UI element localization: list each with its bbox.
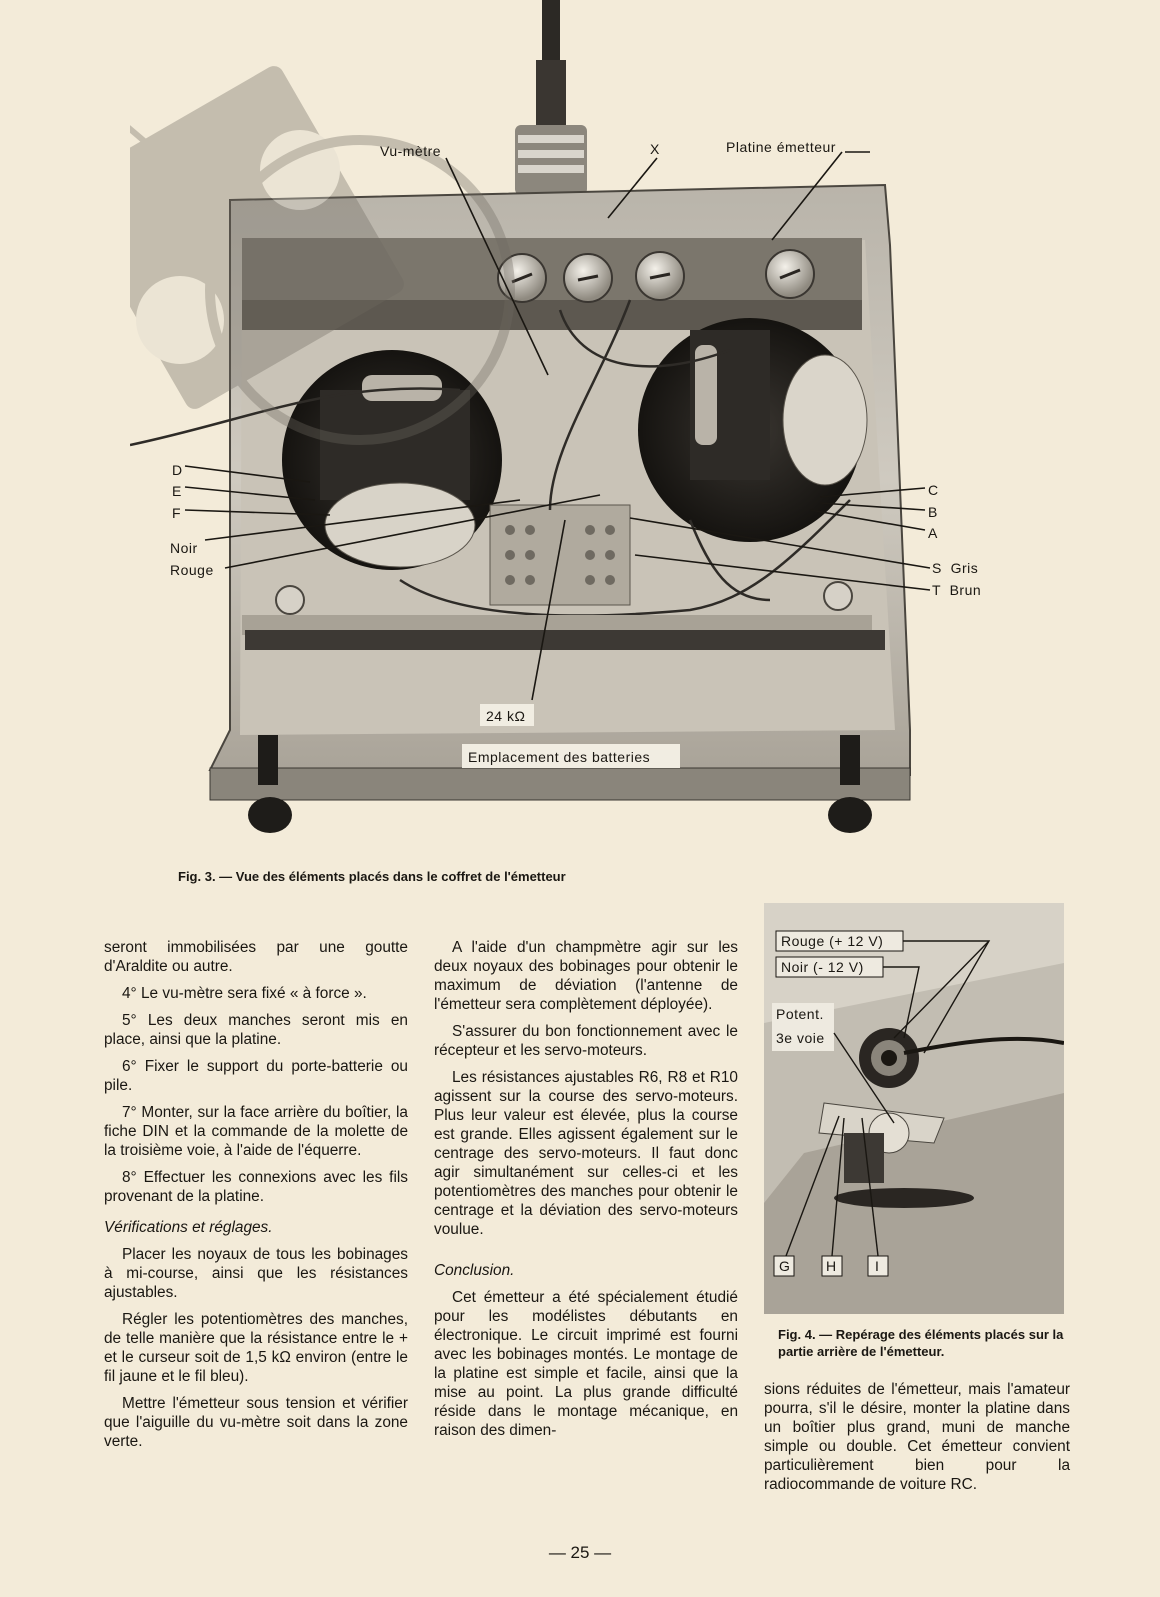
label-i: I [875, 1258, 879, 1274]
paragraph: 4° Le vu-mètre sera fixé « à force ». [122, 985, 367, 1002]
paragraph: Placer les noyaux de tous les bobinages … [104, 1246, 408, 1301]
text-column-3: sions réduites de l'émetteur, mais l'ama… [764, 1380, 1070, 1502]
text-column-1: seront immobilisées par une goutte d'Ara… [104, 938, 408, 1459]
label-vu-metre: Vu-mètre [380, 143, 441, 159]
label-x: X [650, 141, 660, 157]
label-s-gris: S Gris [932, 560, 978, 576]
watermark-logo [130, 66, 515, 445]
paragraph: Les résistances ajustables R6, R8 et R10… [434, 1069, 738, 1238]
figure-4-caption: Fig. 4. — Repérage des éléments placés s… [778, 1327, 1064, 1359]
page-number: — 25 — [548, 1543, 612, 1562]
figure-3-caption: Fig. 3. — Vue des éléments placés dans l… [178, 869, 566, 884]
label-d: D [172, 462, 183, 478]
paragraph: sions réduites de l'émetteur, mais l'ama… [764, 1381, 1070, 1493]
label-e: E [172, 483, 182, 499]
paragraph: 5° Les deux manches seront mis en place,… [104, 1012, 408, 1048]
paragraph: 7° Monter, sur la face arrière du boîtie… [104, 1104, 408, 1159]
paragraph: S'assurer du bon fonctionnement avec le … [434, 1023, 738, 1059]
label-noir-12v: Noir (- 12 V) [781, 959, 864, 975]
label-platine: Platine émetteur [726, 139, 836, 155]
paragraph: Cet émetteur a été spécialement étudié p… [434, 1289, 738, 1439]
label-rouge: Rouge [170, 562, 214, 578]
label-batteries: Emplacement des batteries [468, 749, 650, 765]
section-heading: Vérifications et réglages. [104, 1219, 273, 1236]
figure-4-photo: Rouge (+ 12 V) Noir (- 12 V) Potent. 3e … [764, 903, 1064, 1314]
label-h: H [826, 1258, 837, 1274]
paragraph: Régler les potentiomètres des manches, d… [104, 1311, 408, 1385]
section-heading: Conclusion. [434, 1262, 515, 1279]
label-rouge-12v: Rouge (+ 12 V) [781, 933, 883, 949]
label-t-brun: T Brun [932, 582, 981, 598]
label-3e-voie: 3e voie [776, 1030, 825, 1046]
text-column-2: A l'aide d'un champmètre agir sur les de… [434, 938, 738, 1448]
label-g: G [779, 1258, 790, 1274]
paragraph: 6° Fixer le support du porte-batterie ou… [104, 1058, 408, 1094]
label-resistor: 24 kΩ [486, 708, 525, 724]
label-c: C [928, 482, 939, 498]
paragraph: 8° Effectuer les connexions avec les fil… [104, 1169, 408, 1205]
paragraph: seront immobilisées par une goutte d'Ara… [104, 939, 408, 975]
label-noir: Noir [170, 540, 198, 556]
label-b: B [928, 504, 938, 520]
figure-3-photo: Vu-mètre X Platine émetteur D E F Noir R… [130, 0, 1050, 860]
paragraph: Mettre l'émetteur sous tension et vérifi… [104, 1395, 408, 1450]
paragraph: A l'aide d'un champmètre agir sur les de… [434, 939, 738, 1013]
label-f: F [172, 505, 181, 521]
label-potent: Potent. [776, 1006, 824, 1022]
label-a: A [928, 525, 938, 541]
